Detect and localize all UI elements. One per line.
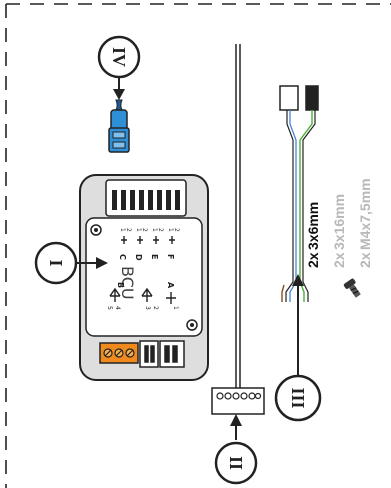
terminal-number: 1 xyxy=(167,228,174,232)
terminal-letter-d: D xyxy=(134,254,143,261)
terminal-number: 2 xyxy=(173,228,180,232)
screw-icon xyxy=(343,278,361,298)
single-cable xyxy=(235,44,241,388)
fastener-qty-1: 2x xyxy=(305,252,321,268)
bcu-module: 1 2 1 2 1 2 1 2 C D E F BCU xyxy=(79,174,209,381)
terminal-number: 1 xyxy=(119,228,126,232)
terminal-number: 3 xyxy=(144,306,151,310)
blue-spade-connector xyxy=(108,99,130,153)
terminal-number: 2 xyxy=(125,228,132,232)
terminal-letter-c: C xyxy=(118,254,127,260)
dashed-border xyxy=(5,3,391,488)
callout-three: III xyxy=(274,274,322,422)
white-wire-housing xyxy=(279,85,299,111)
callout-one: I xyxy=(34,241,108,285)
terminal-number: 2 xyxy=(141,228,148,232)
top-connector-symbols xyxy=(121,236,175,244)
bcu-label: BCU xyxy=(118,266,137,300)
fastener-qty-2: 2x xyxy=(331,252,347,268)
terminal-letter-f: F xyxy=(166,254,175,259)
wire-harness xyxy=(279,85,319,302)
callout-two: II xyxy=(214,414,258,485)
terminal-letter-b: B xyxy=(116,282,125,288)
fastener-size-1: 3x6mm xyxy=(305,202,321,250)
fastener-size-2: 3x16mm xyxy=(331,194,347,250)
fastener-list: 2x 3x6mm 2x 3x16mm 2x M4x7,5mm xyxy=(305,178,373,268)
orange-terminal-block xyxy=(99,342,139,364)
terminal-number: 1 xyxy=(135,228,142,232)
fastener-qty-3: 2x xyxy=(357,252,373,268)
black-wire-housing xyxy=(305,85,319,111)
bottom-terminal-letters: B A xyxy=(116,282,175,289)
callout-two-label: II xyxy=(226,456,246,470)
terminal-number: 1 xyxy=(151,228,158,232)
terminal-number: 2 xyxy=(152,306,159,310)
top-terminal-letters: C D E F xyxy=(118,254,175,261)
bottom-terminal-numbers: 5 4 3 2 1 xyxy=(106,306,179,310)
callout-three-label: III xyxy=(288,387,308,408)
terminal-number: 1 xyxy=(172,306,179,310)
callout-four-label: IV xyxy=(109,47,129,67)
terminal-letter-e: E xyxy=(150,254,159,259)
terminal-letter-a: A xyxy=(166,282,175,289)
bottom-plugs xyxy=(139,340,185,368)
top-connector-pins xyxy=(112,190,180,210)
callout-one-label: I xyxy=(46,259,66,266)
terminal-number: 4 xyxy=(114,306,121,310)
terminal-number: 5 xyxy=(106,306,113,310)
top-terminal-numbers: 1 2 1 2 1 2 1 2 xyxy=(119,228,180,232)
bottom-connector-symbols xyxy=(109,287,176,304)
terminal-number: 2 xyxy=(157,228,164,232)
white-connector-plug xyxy=(211,387,265,415)
fastener-size-3: M4x7,5mm xyxy=(357,178,373,250)
callout-four: IV xyxy=(97,35,141,100)
